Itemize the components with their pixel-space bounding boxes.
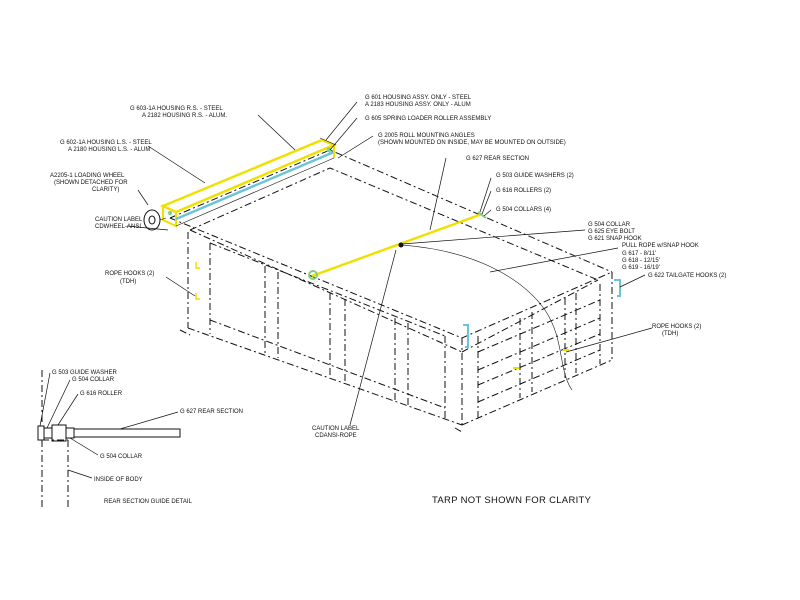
label-caution-wheel-2: CDWHEEL-ANSI xyxy=(95,224,141,230)
label-loading-wheel-1: A2205-1 LOADING WHEEL xyxy=(50,173,125,179)
label-loading-wheel-2: (SHOWN DETACHED FOR xyxy=(54,180,128,186)
label-detail-inside-body: INSIDE OF BODY xyxy=(94,477,143,483)
roller-housing xyxy=(159,137,338,228)
label-guide-washers: G 503 GUIDE WASHERS (2) xyxy=(496,173,574,179)
label-eye-bolt: G 625 EYE BOLT xyxy=(588,229,635,235)
label-housing-assy-1: G 601 HOUSING ASSY. ONLY - STEEL xyxy=(365,95,472,101)
label-housing-rs-2: A 2182 HOUSING R.S. - ALUM. xyxy=(142,113,227,119)
label-loading-wheel-3: CLARITY) xyxy=(92,187,119,193)
label-detail-rear-section: G 627 REAR SECTION xyxy=(180,409,243,415)
label-housing-rs-1: G 603-1A HOUSING R.S. - STEEL xyxy=(130,106,223,112)
label-housing-assy-2: A 2183 HOUSING ASSY. ONLY - ALUM xyxy=(365,102,471,108)
label-pull-rope-1: PULL ROPE w/SNAP HOOK xyxy=(622,243,699,249)
note-tarp-not-shown: TARP NOT SHOWN FOR CLARITY xyxy=(432,495,592,506)
label-rope-hooks-left-2: (TDH) xyxy=(120,279,136,285)
tailgate-hook-left xyxy=(463,324,469,348)
loading-wheel xyxy=(143,209,167,231)
label-tailgate-hooks: G 622 TAILGATE HOOKS (2) xyxy=(648,273,726,279)
label-rope-hooks-right-1: ROPE HOOKS (2) xyxy=(652,324,701,330)
pull-rope xyxy=(400,244,573,391)
rope-hook-left xyxy=(195,262,200,300)
label-rope-hooks-right-2: (TDH) xyxy=(662,331,678,337)
label-detail-collar-top: G 504 COLLAR xyxy=(72,377,115,383)
label-pull-rope-4: G 619 - 16/19' xyxy=(622,265,660,271)
label-housing-ls-2: A 2180 HOUSING L.S. - ALUM xyxy=(68,147,150,153)
detail-title: REAR SECTION GUIDE DETAIL xyxy=(104,499,193,505)
label-caution-rope-1: CAUTION LABEL xyxy=(312,426,360,432)
rope-hook-right xyxy=(513,349,569,369)
leader-lines xyxy=(126,101,653,426)
rear-section-guide-detail: G 503 GUIDE WASHER G 504 COLLAR G 616 RO… xyxy=(37,370,243,510)
callout-labels: G 603-1A HOUSING R.S. - STEEL A 2182 HOU… xyxy=(50,95,726,439)
label-rollers: G 616 ROLLERS (2) xyxy=(496,188,551,194)
label-rope-hooks-left-1: ROPE HOOKS (2) xyxy=(105,271,154,277)
label-rear-section: G 627 REAR SECTION xyxy=(466,156,529,162)
label-detail-guide-washer: G 503 GUIDE WASHER xyxy=(52,370,117,376)
label-roll-mount-1: G 2005 ROLL MOUNTING ANGLES xyxy=(378,133,475,139)
rear-section-rod xyxy=(308,211,487,280)
label-collars: G 504 COLLARS (4) xyxy=(496,207,551,213)
label-detail-roller: G 616 ROLLER xyxy=(80,391,123,397)
label-pull-rope-3: G 618 - 12/15' xyxy=(622,258,660,264)
dump-body xyxy=(169,149,613,433)
label-roll-mount-2: (SHOWN MOUNTED ON INSIDE, MAY BE MOUNTED… xyxy=(378,140,566,146)
tailgate-hook-right xyxy=(614,279,621,297)
label-housing-ls-1: G 602-1A HOUSING L.S. - STEEL xyxy=(60,140,152,146)
label-caution-rope-2: CDANSI-ROPE xyxy=(315,433,357,439)
label-snap-hook: G 621 SNAP HOOK xyxy=(588,236,642,242)
label-collar: G 504 COLLAR xyxy=(588,222,631,228)
label-detail-collar-bottom: G 504 COLLAR xyxy=(100,454,143,460)
label-caution-wheel-1: CAUTION LABEL xyxy=(95,217,143,223)
label-pull-rope-2: G 617 - 8/11' xyxy=(622,251,656,257)
label-spring-loader: G 605 SPRING LOADER ROLLER ASSEMBLY xyxy=(365,116,491,122)
